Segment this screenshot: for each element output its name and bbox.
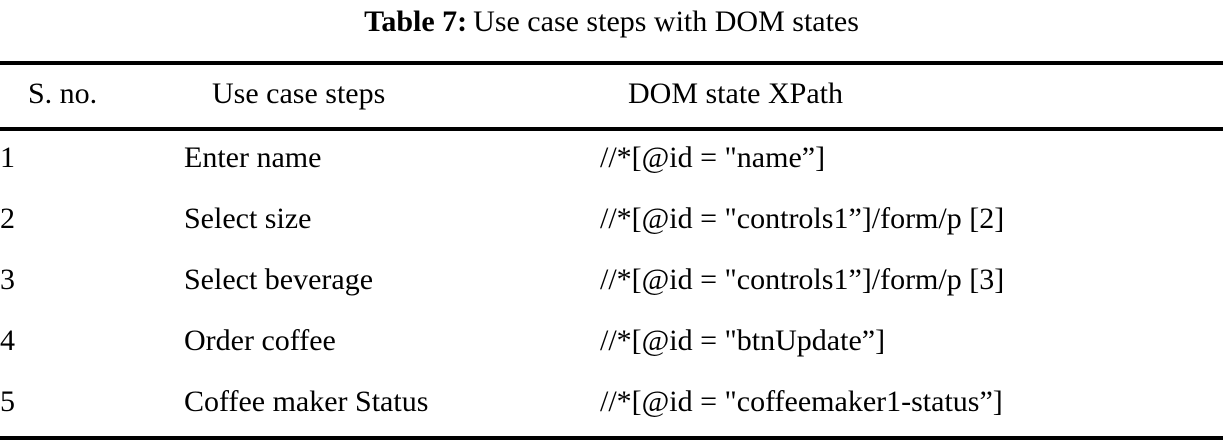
cell-use-case-step: Order coffee	[184, 323, 336, 357]
table-row: 5 Coffee maker Status //*[@id = "coffeem…	[0, 371, 1223, 432]
cell-use-case-step: Coffee maker Status	[184, 384, 429, 418]
table-header-row: S. no. Use case steps DOM state XPath	[0, 61, 1223, 127]
cell-dom-state-xpath: //*[@id = "btnUpdate”]	[600, 323, 886, 357]
cell-dom-state-xpath: //*[@id = "name”]	[600, 140, 826, 174]
table-row: 3 Select beverage //*[@id = "controls1”]…	[0, 249, 1223, 310]
column-header-serial: S. no.	[28, 77, 98, 110]
table-row: 1 Enter name //*[@id = "name”]	[0, 127, 1223, 188]
table-top-rule	[0, 61, 1223, 65]
cell-serial: 5	[0, 384, 15, 418]
table-row: 2 Select size //*[@id = "controls1”]/for…	[0, 188, 1223, 249]
cell-dom-state-xpath: //*[@id = "controls1”]/form/p [2]	[600, 201, 1005, 235]
cell-use-case-step: Select beverage	[184, 262, 374, 296]
cell-dom-state-xpath: //*[@id = "controls1”]/form/p [3]	[600, 262, 1005, 296]
cell-serial: 4	[0, 323, 15, 357]
table-caption: Table 7:Use case steps with DOM states	[0, 0, 1223, 48]
cell-serial: 3	[0, 262, 15, 296]
table-row: 4 Order coffee //*[@id = "btnUpdate”]	[0, 310, 1223, 371]
cell-serial: 2	[0, 201, 15, 235]
column-header-dom-state-xpath: DOM state XPath	[628, 77, 843, 110]
column-header-use-case-steps: Use case steps	[212, 77, 386, 110]
cell-use-case-step: Select size	[184, 201, 312, 235]
table-header-rule	[0, 127, 1223, 131]
table-bottom-rule	[0, 436, 1223, 440]
cell-serial: 1	[0, 140, 15, 174]
cell-use-case-step: Enter name	[184, 140, 322, 174]
caption-label: Table 7:	[364, 5, 468, 38]
use-case-steps-table: S. no. Use case steps DOM state XPath 1 …	[0, 61, 1223, 432]
table-header-row-group: S. no. Use case steps DOM state XPath	[0, 61, 1223, 127]
table-body: 1 Enter name //*[@id = "name”] 2 Select …	[0, 127, 1223, 432]
cell-dom-state-xpath: //*[@id = "coffeemaker1-status”]	[600, 384, 1003, 418]
caption-text: Use case steps with DOM states	[473, 5, 859, 38]
